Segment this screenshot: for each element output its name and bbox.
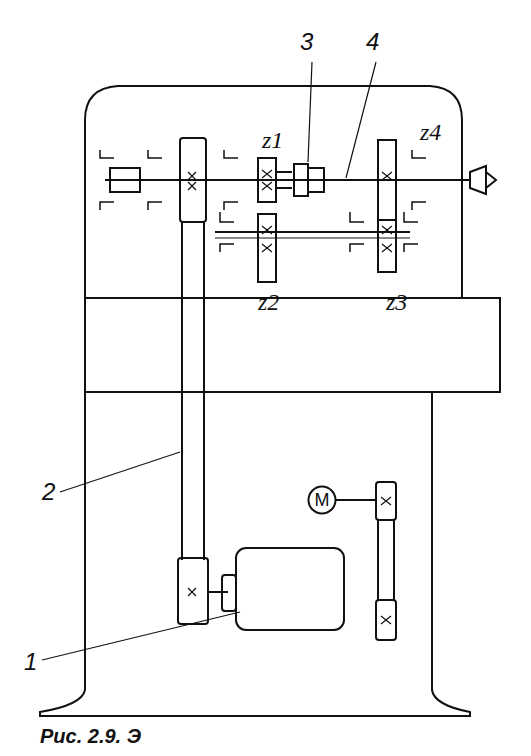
table bbox=[85, 298, 500, 392]
leader-line bbox=[308, 62, 312, 162]
spindle-shaft bbox=[105, 179, 470, 181]
clutch-half bbox=[294, 164, 308, 196]
spindle-sleeve bbox=[110, 168, 140, 192]
drill-tip bbox=[486, 172, 496, 188]
motor-flange bbox=[222, 575, 236, 611]
spindle-pulley bbox=[180, 138, 206, 222]
countershaft bbox=[215, 231, 410, 233]
leader-line bbox=[42, 612, 240, 660]
gear-label: z1 bbox=[262, 128, 283, 152]
motor-pulley bbox=[178, 558, 208, 624]
gear-label: z3 bbox=[386, 290, 407, 314]
motor-circle: M bbox=[307, 485, 337, 515]
leader-line bbox=[346, 62, 376, 178]
callout-number: 1 bbox=[24, 650, 37, 674]
motor-symbol: M bbox=[307, 491, 337, 509]
leader-line bbox=[60, 452, 180, 492]
gear-z3 bbox=[378, 220, 396, 272]
housing-outline bbox=[40, 86, 470, 716]
gear-label: z2 bbox=[258, 290, 279, 314]
gear-z4 bbox=[378, 140, 396, 220]
countershaft bbox=[215, 238, 410, 239]
belt bbox=[182, 222, 204, 560]
gear-label: z4 bbox=[420, 120, 441, 144]
drill-chuck bbox=[470, 166, 486, 194]
callout-number: 4 bbox=[366, 30, 379, 54]
callout-number: 2 bbox=[42, 480, 55, 504]
callout-number: 3 bbox=[300, 30, 313, 54]
gear-z1 bbox=[258, 158, 276, 202]
motor-body bbox=[236, 548, 344, 630]
caption: Рис. 2.9. Э bbox=[40, 726, 141, 746]
clutch-half bbox=[308, 168, 324, 192]
